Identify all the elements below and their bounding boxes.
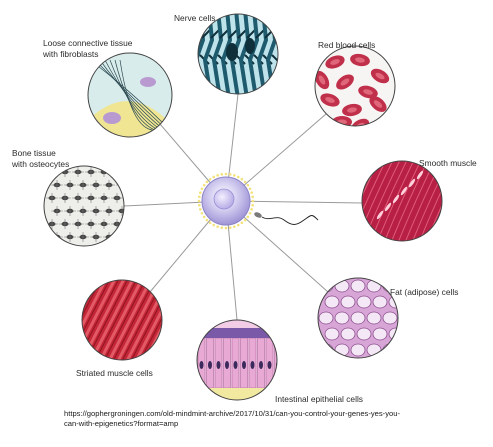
label-bone-tissue-line1: Bone tissue [12, 148, 56, 158]
label-red-blood-cells: Red blood cells [318, 40, 376, 50]
sperm-cell [254, 212, 319, 225]
label-intestinal-epithelial: Intestinal epithelial cells [275, 394, 363, 404]
intestinal-epithelial-circle [196, 319, 278, 401]
label-loose-connective-line2: with fibroblasts [43, 49, 99, 59]
label-smooth-muscle: Smooth muscle [419, 158, 477, 168]
stem-cell [197, 172, 255, 230]
source-url: https://gophergroningen.com/old-mindmint… [64, 409, 464, 429]
source-url-line1: https://gophergroningen.com/old-mindmint… [64, 409, 400, 418]
label-fat-cells: Fat (adipose) cells [390, 287, 459, 297]
source-url-line2: can-with-epigenetics?format=amp [64, 419, 179, 428]
red-blood-cells-circle [314, 45, 396, 127]
striated-muscle-circle [81, 279, 163, 361]
label-bone-tissue-line2: with osteocytes [12, 159, 70, 169]
bone-tissue-circle [43, 165, 125, 247]
label-striated-muscle: Striated muscle cells [76, 368, 153, 378]
nerve-cells-circle [197, 13, 279, 95]
label-nerve-cells: Nerve cells [174, 13, 216, 23]
label-loose-connective-line1: Loose connective tissue [43, 38, 133, 48]
loose-connective-circle [87, 52, 173, 138]
